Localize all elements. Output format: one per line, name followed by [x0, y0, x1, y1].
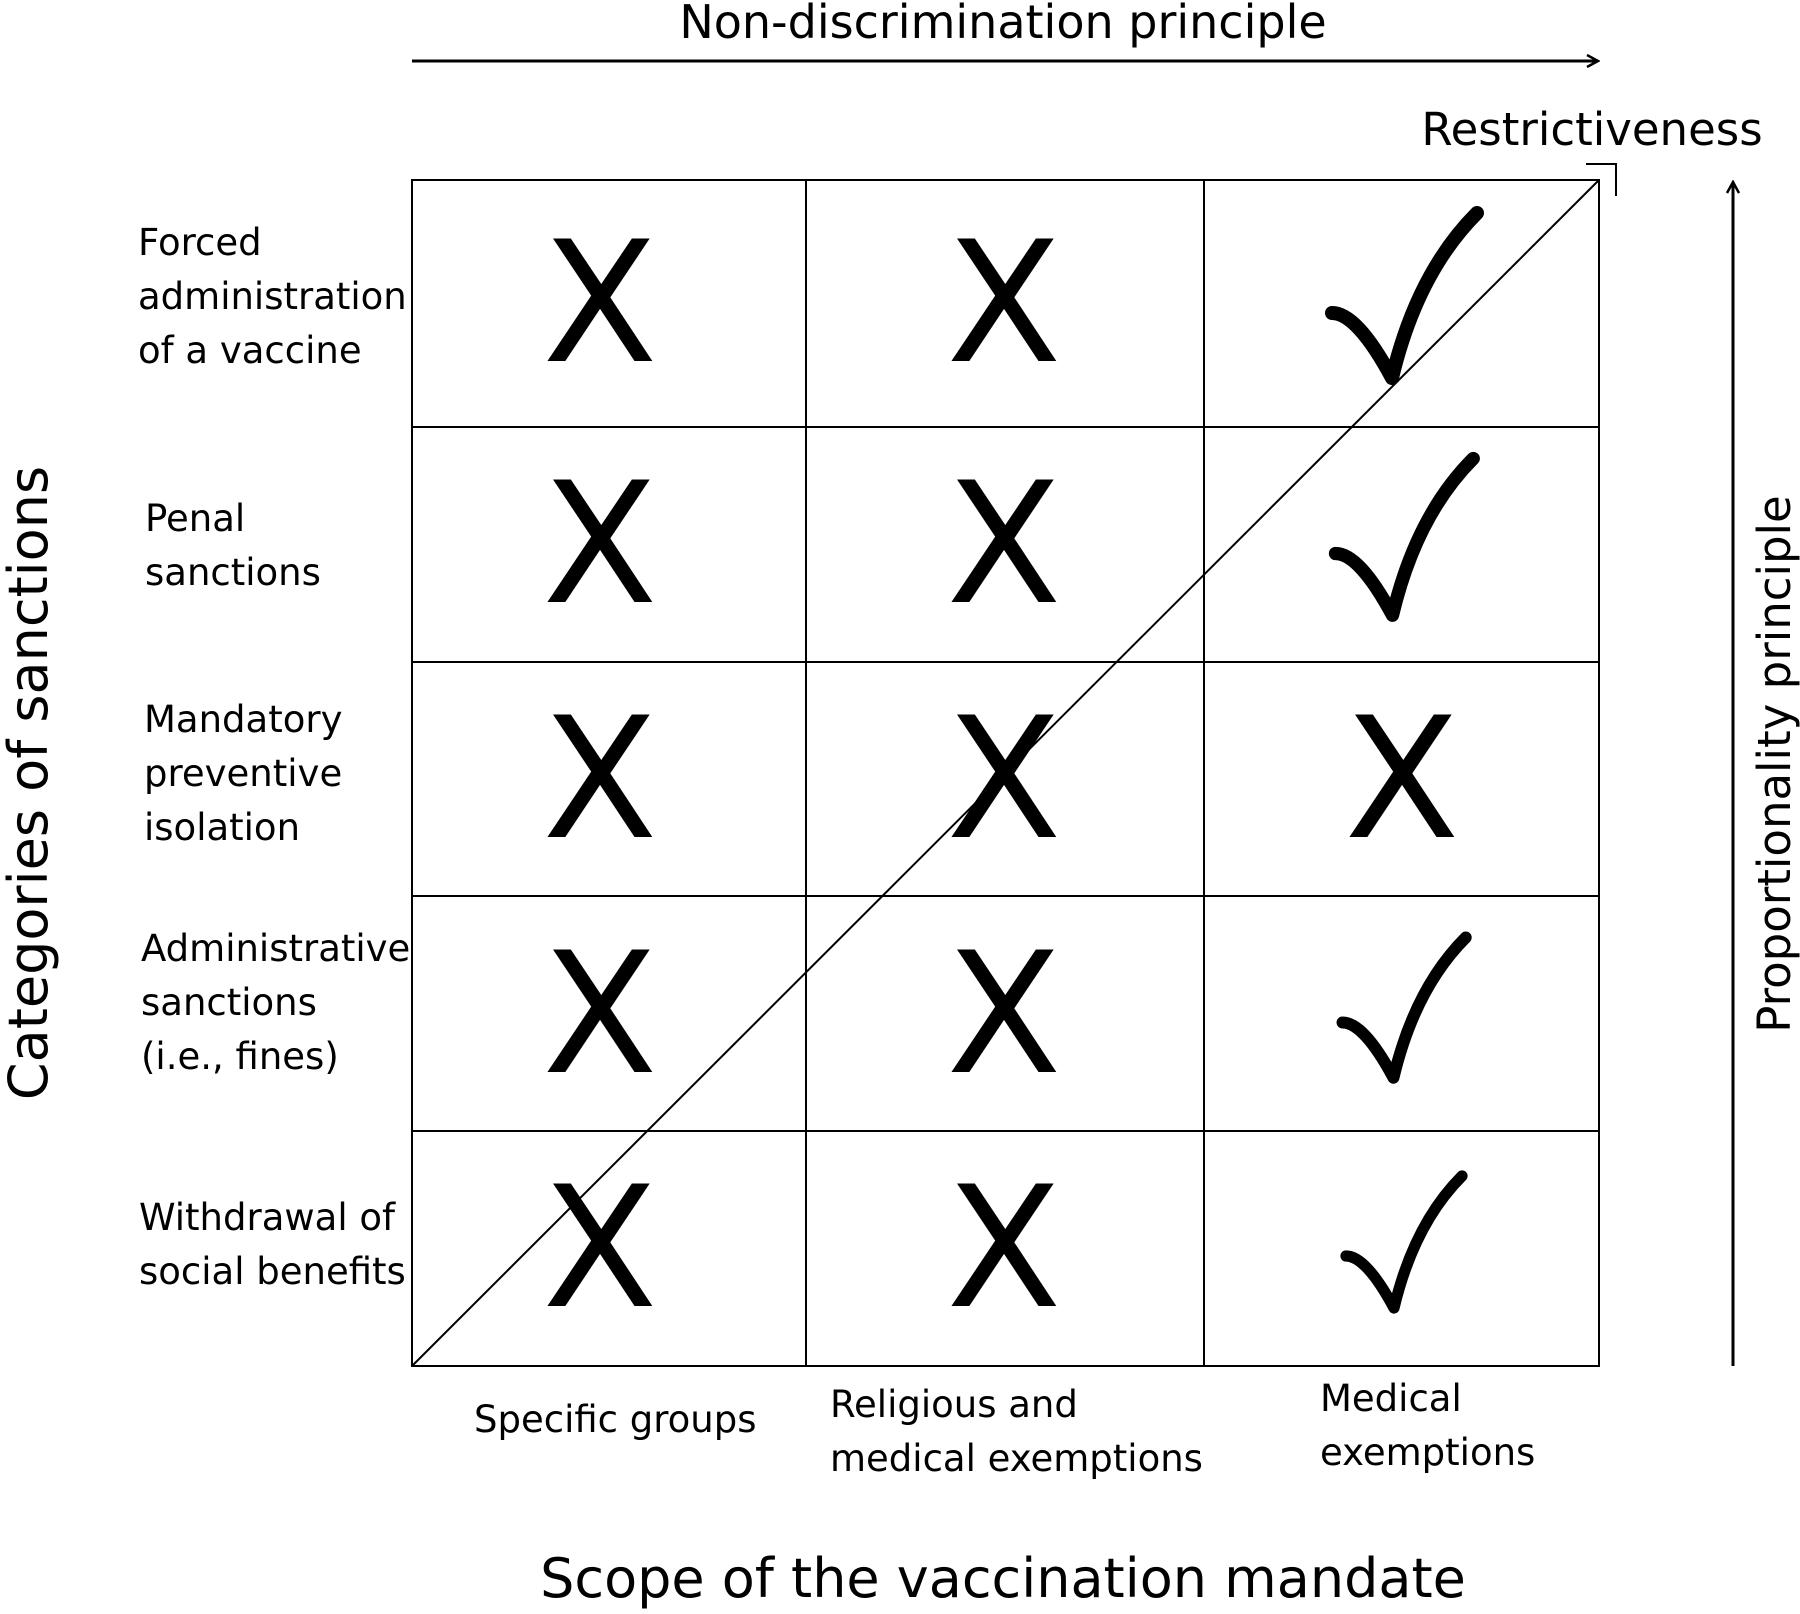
cross-mark-icon: X [1344, 681, 1459, 877]
row-label-line: social benefits [139, 1250, 406, 1293]
row-label-line: Penal [145, 497, 246, 540]
row-label-mandatory-isolation: Mandatory preventive isolation [144, 693, 414, 855]
col-label-line: Religious and [830, 1383, 1078, 1426]
cross-mark-icon: X [946, 446, 1061, 642]
row-label-forced-administration: Forced administration of a vaccine [138, 216, 408, 378]
left-axis-label: Categories of sanctions [0, 466, 60, 1100]
restrictiveness-diagonal [411, 179, 1600, 1367]
corner-tick [1586, 163, 1617, 196]
bottom-axis-label: Scope of the vaccination mandate [540, 1547, 1466, 1610]
row-label-line: preventive [144, 752, 343, 795]
cross-mark-icon: X [542, 1150, 657, 1346]
cross-mark-icon: X [946, 1150, 1061, 1346]
cross-mark-icon: X [946, 681, 1061, 877]
row-label-line: Administrative [141, 927, 411, 970]
row-label-withdrawal-benefits: Withdrawal of social benefits [139, 1191, 409, 1299]
col-label-medical-exemptions: Medical exemptions [1320, 1372, 1535, 1480]
cross-mark-icon: X [542, 205, 657, 401]
col-label-religious-medical: Religious and medical exemptions [830, 1378, 1203, 1486]
row-label-line: Withdrawal of [139, 1196, 396, 1239]
col-label-line: exemptions [1320, 1431, 1536, 1474]
top-axis-label: Non-discrimination principle [679, 0, 1326, 49]
check-mark-icon [1340, 1170, 1468, 1314]
cross-mark-icon: X [946, 916, 1061, 1112]
row-label-line: Forced [138, 221, 262, 264]
col-label-specific-groups: Specific groups [474, 1393, 757, 1447]
row-label-line: administration [138, 275, 407, 318]
row-label-line: sanctions [141, 981, 317, 1024]
row-label-administrative-sanctions: Administrative sanctions (i.e., fines) [141, 922, 411, 1084]
col-label-line: Specific groups [474, 1398, 757, 1441]
right-axis-label: Proportionality principle [1748, 495, 1800, 1032]
restrictiveness-label: Restrictiveness [1421, 103, 1762, 156]
cross-mark-icon: X [946, 205, 1061, 401]
check-mark-icon [1328, 451, 1480, 622]
col-label-line: medical exemptions [830, 1437, 1203, 1480]
row-label-line: Mandatory [144, 698, 343, 741]
sanction-grid [411, 179, 1600, 1367]
col-label-line: Medical [1320, 1377, 1462, 1420]
row-label-penal-sanctions: Penal sanctions [145, 492, 415, 600]
row-label-line: sanctions [145, 551, 321, 594]
row-label-line: of a vaccine [138, 329, 362, 372]
cross-mark-icon: X [542, 446, 657, 642]
check-mark-icon [1336, 931, 1472, 1084]
row-label-line: (i.e., fines) [141, 1035, 339, 1078]
grid-border [411, 179, 1600, 1367]
cross-mark-icon: X [542, 681, 657, 877]
row-label-line: isolation [144, 806, 301, 849]
check-mark-icon [1325, 206, 1484, 385]
cross-mark-icon: X [542, 916, 657, 1112]
